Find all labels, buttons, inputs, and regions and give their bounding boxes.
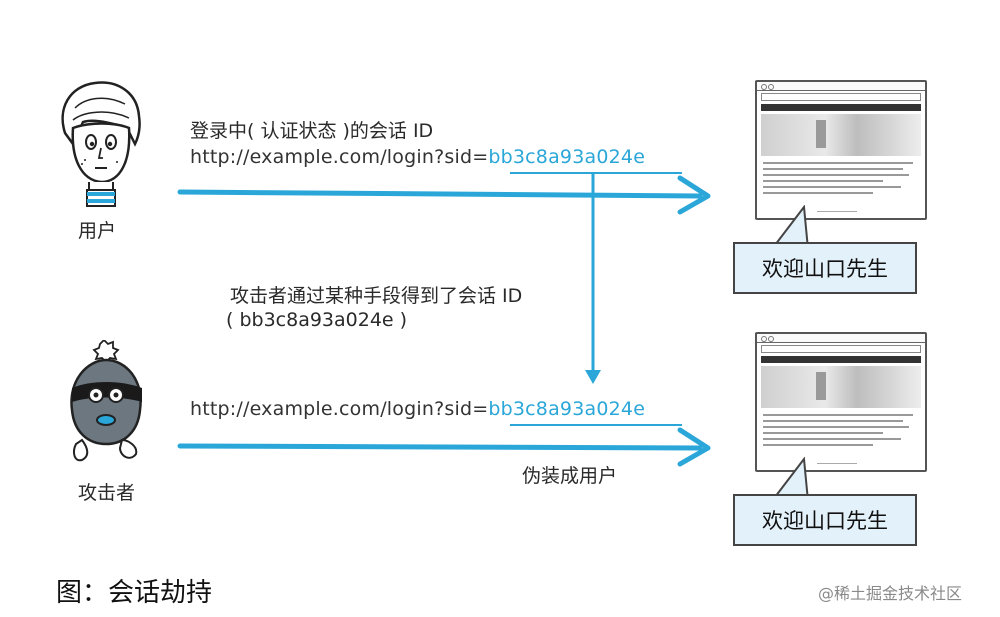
attacker-to-server-arrow — [177, 443, 703, 451]
impersonate-label: 伪装成用户 — [522, 465, 618, 487]
bottom-session-id: bb3c8a93a024e — [488, 398, 646, 420]
attacker-obtains-note: 攻击者通过某种手段得到了会话 ID — [230, 285, 523, 307]
bottom-url-prefix: http://example.com/login?sid= — [190, 398, 489, 420]
user-to-server-arrow — [177, 189, 703, 199]
bottom-sid-underline — [510, 424, 682, 426]
top-sid-underline — [510, 172, 682, 174]
bottom-browser-window — [755, 332, 927, 472]
user-figure-icon — [61, 81, 141, 207]
user-label: 用户 — [78, 220, 117, 242]
top-welcome-callout: 欢迎山口先生 — [733, 242, 917, 294]
top-callout-pointer — [771, 205, 809, 250]
top-url-prefix: http://example.com/login?sid= — [190, 146, 489, 168]
authenticated-session-label: 登录中( 认证状态 )的会话 ID — [190, 120, 434, 142]
attacker-label: 攻击者 — [78, 482, 136, 504]
top-login-url: http://example.com/login?sid=bb3c8a93a02… — [190, 146, 645, 168]
figure-caption: 图：会话劫持 — [56, 578, 213, 608]
attacker-obtains-sid: ( bb3c8a93a024e ) — [226, 309, 408, 331]
bottom-callout-pointer — [771, 457, 809, 502]
top-browser-window — [755, 80, 927, 220]
bottom-login-url: http://example.com/login?sid=bb3c8a93a02… — [190, 398, 645, 420]
bottom-welcome-callout: 欢迎山口先生 — [733, 494, 917, 546]
attacker-figure-icon — [70, 340, 142, 462]
watermark: @稀土掘金技术社区 — [818, 584, 963, 603]
top-session-id: bb3c8a93a024e — [488, 146, 646, 168]
attacker-to-server-arrowhead — [677, 427, 711, 467]
user-to-server-arrowhead — [677, 175, 711, 215]
sid-leak-arrowhead — [585, 370, 601, 384]
